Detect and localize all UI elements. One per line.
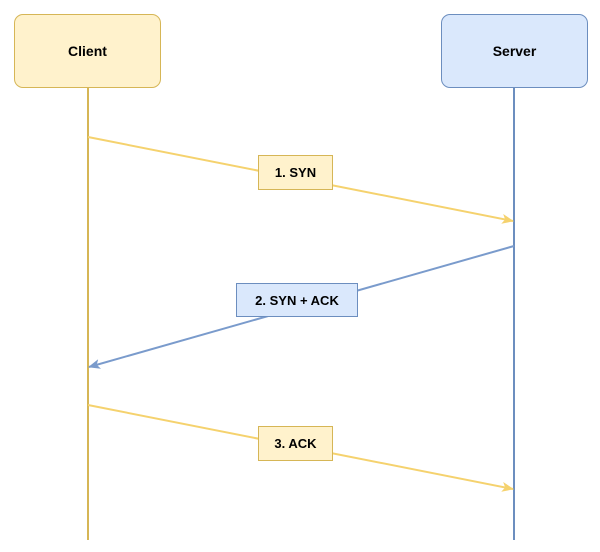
ack-message-label: 3. ACK (258, 426, 333, 461)
syn-message-label: 1. SYN (258, 155, 333, 190)
client-node: Client (14, 14, 161, 88)
server-node: Server (441, 14, 588, 88)
syn-ack-message-label: 2. SYN + ACK (236, 283, 358, 317)
